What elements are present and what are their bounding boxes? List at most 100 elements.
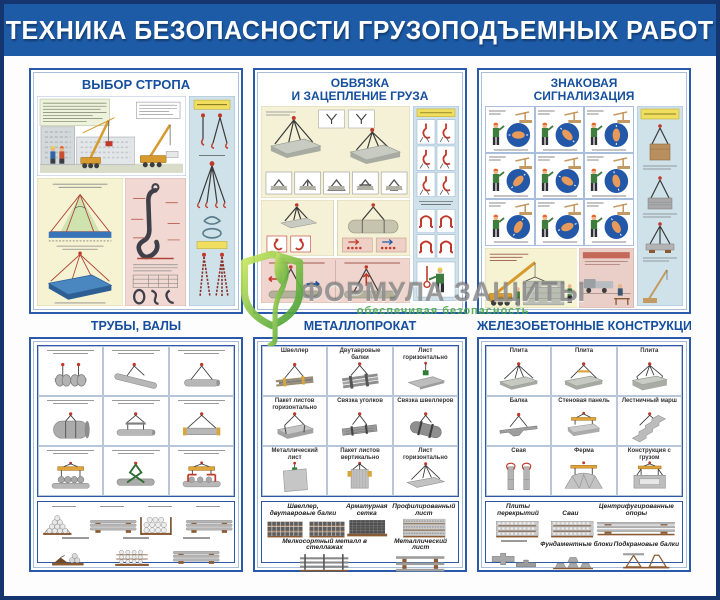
panel-sub-row <box>37 178 186 307</box>
hand-signal-illustration <box>488 156 533 197</box>
shaft-spreader-illustration <box>117 412 156 436</box>
sling-scheme-cell: Балка <box>486 396 552 446</box>
discs-illustration <box>54 362 87 387</box>
signal-cell <box>583 151 634 200</box>
panel-obvyazka-zaceplenie: ОБВЯЗКА И ЗАЦЕПЛЕНИЕ ГРУЗА <box>253 68 467 314</box>
traverse-bundle-illustration <box>51 461 90 489</box>
sheets-pack-illustration <box>276 412 315 439</box>
st-prof-illustration <box>402 518 445 538</box>
sling-scheme-cell: Швеллер <box>262 346 328 396</box>
scissor-clamp-illustration <box>117 461 155 486</box>
storage-item: Фундаментные блоки <box>540 541 613 570</box>
sling-scheme-cell: Свая <box>486 446 552 496</box>
frame-load-illustration <box>633 461 666 489</box>
worker-figure <box>50 146 56 164</box>
signal-grid <box>485 105 634 246</box>
cell-caption: Плита <box>640 348 659 354</box>
hand-signal-illustration <box>586 156 631 197</box>
storage-item <box>184 504 233 536</box>
sling-scheme-cell <box>168 396 234 446</box>
panel-title-vybor-stropa: ВЫБОР СТРОПА <box>81 77 191 92</box>
sling-scheme-cell: Лист горизонтально <box>392 446 458 496</box>
panel-title-znakovaya: ЗНАКОВАЯ СИГНАЛИЗАЦИЯ <box>533 76 635 103</box>
cell-caption: Стеновая панель <box>558 398 610 404</box>
sling-scheme-cell: Двутавровые балки <box>327 346 393 396</box>
cell-caption: Лист горизонтально <box>403 448 448 461</box>
panel-truby-valy <box>29 337 243 572</box>
truck-scene-illustration <box>579 247 634 308</box>
construction-site-illustration <box>37 96 186 177</box>
panel-title-obvyazka: ОБВЯЗКА И ЗАЦЕПЛЕНИЕ ГРУЗА <box>291 76 429 103</box>
cell-caption: Конструкция с грузом <box>627 448 671 461</box>
sling-scheme-cell: Конструкция с грузом <box>616 446 682 496</box>
sling-scheme-cell <box>103 396 169 446</box>
cell-caption-placeholder <box>106 348 165 357</box>
cell-caption: Плиты перекрытий <box>497 503 539 517</box>
slab-thick-illustration <box>631 362 668 391</box>
worker-figure <box>567 284 572 303</box>
truby-slinging-grid <box>37 345 235 497</box>
column-truby-valy: ТРУБЫ, ВАЛЫ <box>29 319 243 572</box>
signal-cell <box>485 105 536 154</box>
sling-angle-diagram <box>37 178 124 307</box>
crane-stack-illustration <box>485 247 578 308</box>
cell-caption-placeholder <box>172 398 231 407</box>
panel-main-column <box>261 105 410 303</box>
storage-item: Подкрановые балки <box>613 541 680 570</box>
panel-znakovaya-signalizaciya: ЗНАКОВАЯ СИГНАЛИЗАЦИЯ <box>477 68 691 314</box>
worker-figure <box>59 146 65 164</box>
panel-main-column <box>37 96 186 307</box>
cell-caption-placeholder <box>50 537 100 546</box>
panel-body <box>261 105 459 303</box>
storage-item <box>50 536 100 568</box>
sling-scheme-cell <box>38 346 104 396</box>
beams-bundle-illustration <box>342 362 380 389</box>
cell-caption: Подкрановые балки <box>613 541 680 549</box>
wall-panel-illustration <box>567 411 601 437</box>
load-lifting-strip <box>637 105 683 306</box>
cell-caption-placeholder <box>41 348 100 357</box>
signal-cell <box>485 197 536 246</box>
sling-scheme-cell <box>168 346 234 396</box>
cell-caption: Металлический лист <box>394 537 448 552</box>
sling-scheme-cell <box>168 446 234 496</box>
storage-item <box>40 504 88 536</box>
cell-caption: Лестничный марш <box>621 398 677 404</box>
st-pipes-long-illustration <box>89 519 137 533</box>
cell-caption: Сваи <box>562 509 579 517</box>
signal-cell <box>534 197 585 246</box>
cell-caption-placeholder <box>136 505 184 515</box>
sling-scheme-cell: Связка уголков <box>327 396 393 446</box>
panel-vybor-stropa: ВЫБОР СТРОПА <box>29 68 243 314</box>
hook-types-strip <box>413 105 459 301</box>
st-pipes-long-illustration <box>185 519 233 533</box>
storage-item <box>88 504 137 536</box>
st-pipes-grid-illustration <box>140 516 172 535</box>
cell-caption-placeholder <box>88 505 136 515</box>
storage-item: Профилированный лист <box>392 503 456 539</box>
sling-scheme-cell <box>38 446 104 496</box>
sling-scheme-cell: Плита <box>551 346 617 396</box>
stairs-illustration <box>631 412 666 443</box>
truby-storage-section <box>37 501 235 566</box>
cell-caption-placeholder <box>41 448 100 457</box>
storage-item: Металлический лист <box>385 537 456 574</box>
storage-item: Арматурная сетка <box>342 503 392 539</box>
hand-signal-illustration <box>586 202 631 243</box>
signal-cell <box>534 105 585 154</box>
pipe-caps-illustration <box>182 412 220 436</box>
cell-caption-placeholder <box>489 540 539 549</box>
cell-caption: Балка <box>509 398 528 404</box>
storage-item <box>489 539 539 571</box>
sling-scheme-cell: Ферма <box>551 446 617 496</box>
hand-signal-illustration <box>586 110 631 151</box>
cell-caption: Связка швеллеров <box>397 398 454 404</box>
